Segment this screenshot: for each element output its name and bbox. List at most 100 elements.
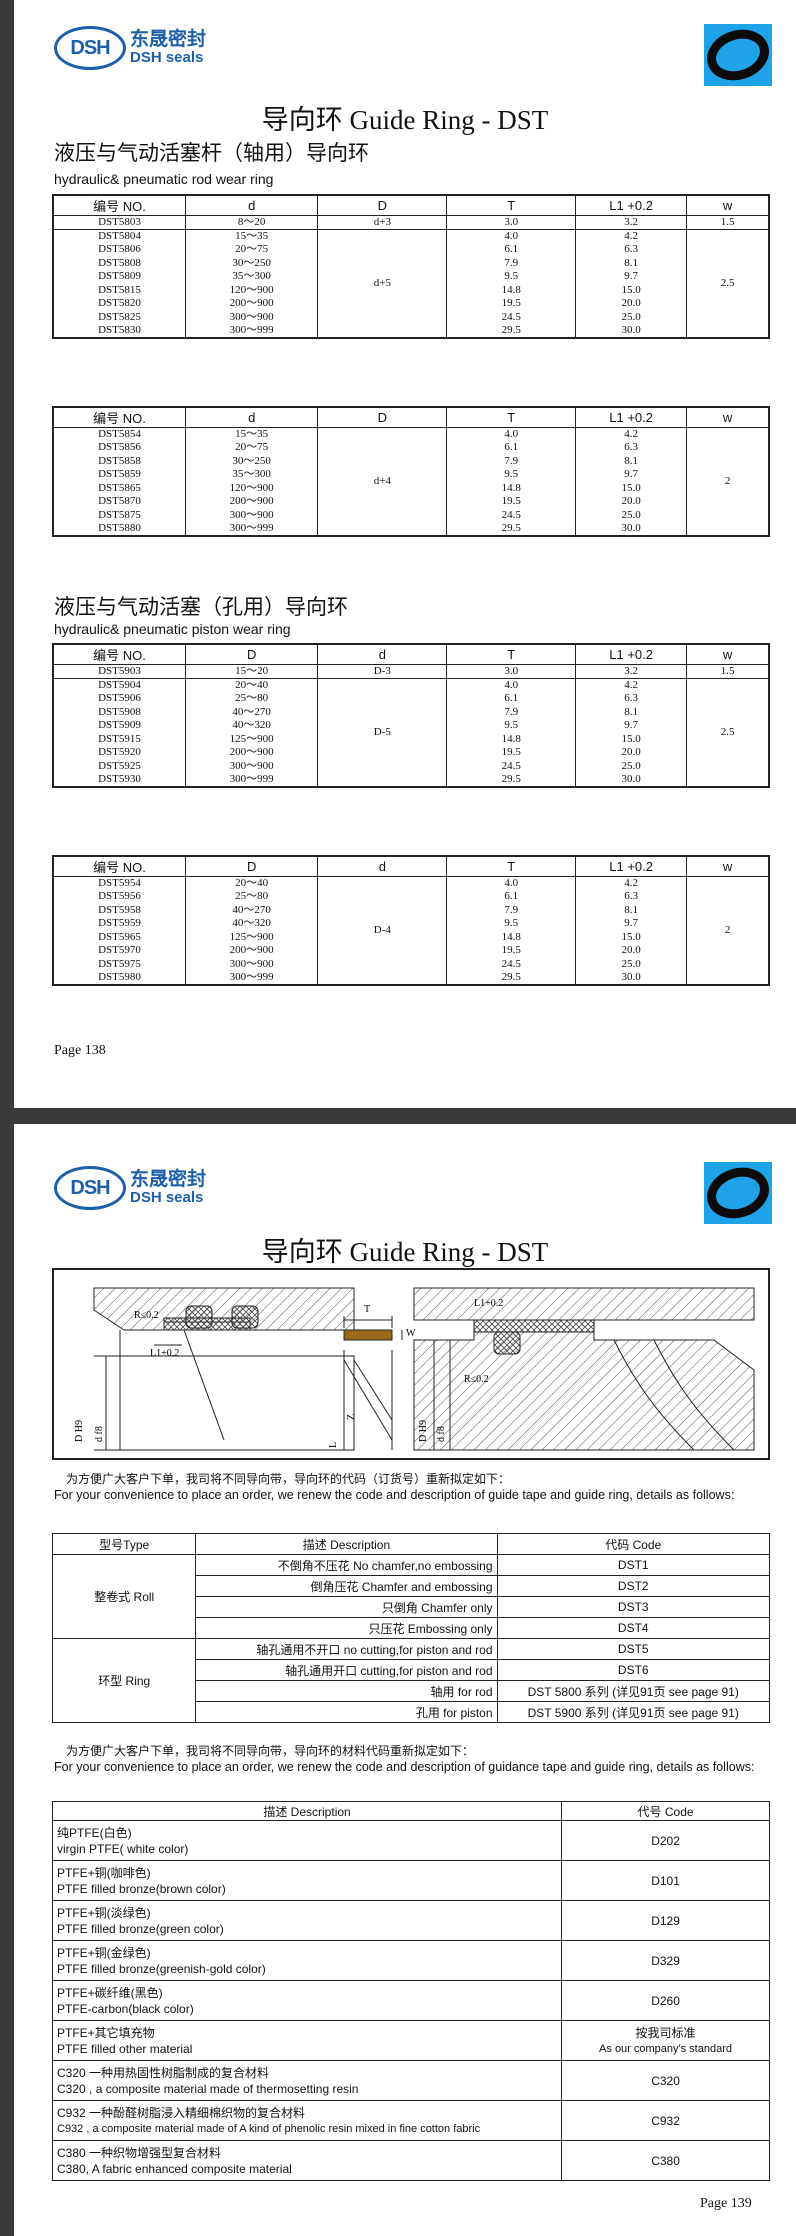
column-header: w — [686, 406, 770, 428]
cell-type: 整卷式 Roll — [51, 1554, 197, 1639]
cell-no: DST5806 — [52, 243, 186, 257]
cell-description: PTFE+碳纤维(黑色)PTFE-carbon(black color) — [51, 1980, 563, 2021]
description-en: C320 , a composite material made of ther… — [57, 2081, 359, 2096]
cell-code: DST3 — [496, 1596, 771, 1618]
logo-cn: 东晟密封 — [130, 28, 207, 51]
description-en: PTFE filled bronze(brown color) — [57, 1881, 226, 1896]
cell-description: 纯PTFE(白色)virgin PTFE( white color) — [51, 1820, 563, 1861]
description-en: C932 , a composite material made of A ki… — [57, 2122, 481, 2135]
cell-l1: 8.1 — [575, 454, 688, 468]
cell-range: 40～320 — [184, 719, 319, 733]
cell-t: 14.8 — [446, 283, 577, 297]
cell-range: 30～250 — [184, 256, 319, 270]
cell-range: 40～320 — [184, 917, 319, 931]
dim-Z: Z — [346, 1414, 357, 1420]
cell-no: DST5804 — [52, 229, 186, 243]
cell-code: D101 — [561, 1860, 770, 1901]
cell-t: 19.5 — [446, 495, 577, 509]
cell-t: 9.5 — [446, 468, 577, 482]
column-header: D — [184, 643, 319, 665]
section-piston-cn: 液压与气动活塞（孔用）导向环 — [54, 595, 348, 619]
cell-description: 只倒角 Chamfer only — [195, 1596, 498, 1618]
cell-code: DST2 — [496, 1575, 771, 1597]
cell-no: DST5865 — [52, 481, 186, 495]
cell-l: 3.2 — [575, 664, 688, 679]
cell-t: 7.9 — [446, 256, 577, 270]
cell-range: 25～80 — [184, 890, 319, 904]
cell-mid-merged: D-5 — [317, 678, 448, 788]
cell-range: 20～40 — [184, 678, 319, 692]
dim-d-left: d f8 — [94, 1426, 105, 1442]
cell-code: D329 — [561, 1940, 770, 1981]
cell-l1: 9.7 — [575, 917, 688, 931]
installation-diagram: R≤0.2 L1+0.2 D H9 d f8 T W L Z — [52, 1268, 770, 1460]
cell-t: 9.5 — [446, 917, 577, 931]
cell-t: 7.9 — [446, 454, 577, 468]
cell-t: 3.0 — [446, 215, 577, 230]
cell-no: DST5815 — [52, 283, 186, 297]
section-piston-en: hydraulic& pneumatic piston wear ring — [54, 621, 291, 637]
cell-range: 15～35 — [184, 427, 319, 441]
cell-no: DST5809 — [52, 270, 186, 284]
code-value: C320 — [651, 2073, 680, 2088]
cell-code: D202 — [561, 1820, 770, 1861]
cell-range: 25～80 — [184, 692, 319, 706]
column-header: L1 +0.2 — [575, 643, 688, 665]
dsh-logo: DSH 东晟密封 DSH seals — [54, 1164, 206, 1212]
cell-mid-merged: D-4 — [317, 876, 448, 986]
description-cn: PTFE+其它填充物 — [57, 2025, 155, 2040]
cell-w: 1.5 — [686, 664, 770, 679]
cell-no: DST5930 — [52, 773, 186, 788]
l1-label-left: L1+0.2 — [150, 1348, 179, 1359]
catalog-page-139: DSH 东晟密封 DSH seals 导向环 Guide Ring - DST — [14, 1124, 796, 2236]
cell-l1: 8.1 — [575, 705, 688, 719]
description-en: PTFE filled other material — [57, 2041, 193, 2056]
cell-no: DST5858 — [52, 454, 186, 468]
section-rod-cn: 液压与气动活塞杆（轴用）导向环 — [54, 141, 369, 165]
code-value: D329 — [651, 1953, 680, 1968]
cell-no: DST5856 — [52, 441, 186, 455]
cell-range: 300～999 — [184, 522, 319, 537]
page-title: 导向环 Guide Ring - DST — [261, 105, 549, 135]
r-label-right: R≤0.2 — [464, 1374, 489, 1385]
r-label-left: R≤0.2 — [134, 1310, 159, 1321]
cell-code: DST4 — [496, 1617, 771, 1639]
cell-t: 14.8 — [446, 481, 577, 495]
cell-range: 200～900 — [184, 297, 319, 311]
cell-t: 4.0 — [446, 876, 577, 890]
cell-l1: 4.2 — [575, 229, 688, 243]
cell-l1: 20.0 — [575, 746, 688, 760]
description-cn: C380 一种织物增强型复合材料 — [57, 2145, 222, 2160]
dim-D-left: D H9 — [74, 1420, 85, 1442]
column-header: L1 +0.2 — [575, 855, 688, 877]
cell-no: DST5808 — [52, 256, 186, 270]
piston-groove-drawing — [413, 1287, 755, 1451]
cell-range: 20～75 — [184, 243, 319, 257]
cell-no: DST5970 — [52, 944, 186, 958]
cell-mid: D-3 — [317, 664, 448, 679]
cell-no: DST5870 — [52, 495, 186, 509]
cell-t: 19.5 — [446, 944, 577, 958]
cell-range: 35～300 — [184, 468, 319, 482]
